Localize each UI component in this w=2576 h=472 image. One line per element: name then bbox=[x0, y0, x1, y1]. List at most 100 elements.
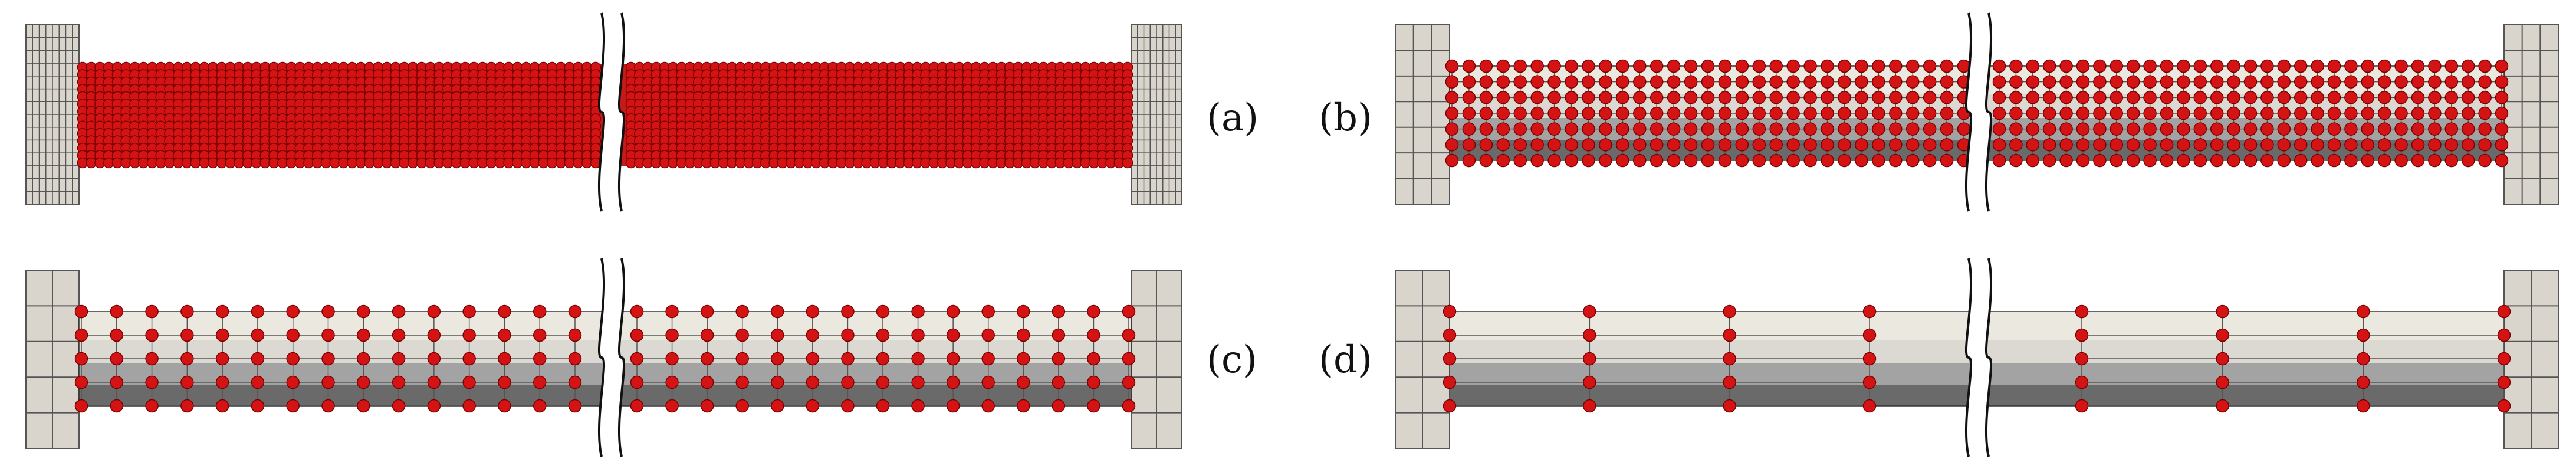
panel-c-left-nodes-node bbox=[110, 328, 124, 342]
panel-b-right-nodes-node bbox=[2377, 122, 2391, 136]
panel-c-right-nodes-node bbox=[911, 304, 925, 319]
panel-b-right-nodes-node bbox=[2311, 138, 2324, 152]
panel-b-left-nodes-node bbox=[1565, 153, 1578, 168]
panel-c-break-line-right bbox=[617, 258, 626, 457]
panel-b-right-nodes-node bbox=[2177, 91, 2190, 104]
panel-b-right-nodes-node bbox=[2227, 106, 2240, 120]
panel-b-right-nodes-node bbox=[2361, 75, 2375, 88]
panel-c-right-nodes-node bbox=[1122, 328, 1136, 342]
panel-c-left-nodes-node bbox=[180, 304, 194, 319]
panel-b-right-nodes-node bbox=[2059, 75, 2073, 88]
panel-c-right-nodes-node bbox=[1122, 304, 1136, 319]
panel-b-right-nodes-node bbox=[2411, 153, 2425, 168]
panel-c-right-nodes-node bbox=[735, 328, 749, 342]
panel-d-left-nodes-node bbox=[1723, 328, 1736, 342]
panel-b-right-nodes-node bbox=[2193, 59, 2207, 73]
panel-b-right-nodes-node bbox=[2478, 75, 2492, 88]
panel-c-left-nodes-node bbox=[110, 352, 124, 366]
panel-a-break-line-right bbox=[617, 12, 626, 212]
panel-b-left-nodes-node bbox=[1599, 153, 1612, 168]
panel-b-right-nodes-node bbox=[2294, 153, 2308, 168]
panel-b-right-nodes-node bbox=[2495, 153, 2509, 168]
panel-c-left-nodes-node bbox=[427, 352, 441, 366]
panel-b-left-nodes-node bbox=[1530, 75, 1544, 88]
panel-b-left-nodes-node bbox=[1923, 138, 1937, 152]
panel-b-left-nodes-node bbox=[1667, 59, 1681, 73]
panel-b-right-nodes-node bbox=[2026, 153, 2040, 168]
panel-b-right-nodes-node bbox=[2478, 59, 2492, 73]
panel-b-left-nodes-node bbox=[1684, 153, 1698, 168]
panel-b-left-nodes-node bbox=[1599, 59, 1612, 73]
panel-b-right-nodes-node bbox=[2026, 91, 2040, 104]
panel-b-left-nodes-node bbox=[1889, 138, 1903, 152]
panel-b-left-nodes-node bbox=[1582, 106, 1595, 120]
panel-c-right-nodes-node bbox=[1087, 304, 1100, 319]
panel-c-right-nodes-node bbox=[771, 352, 784, 366]
panel-d-right-nodes-node bbox=[2075, 328, 2089, 342]
panel-b-left-nodes-node bbox=[1513, 153, 1527, 168]
panel-b-right-nodes-node bbox=[2411, 91, 2425, 104]
panel-b-left-nodes-node bbox=[1633, 75, 1647, 88]
panel-b-left-nodes-node bbox=[1905, 122, 1920, 136]
panel-d-left-nodes-node bbox=[1443, 328, 1457, 342]
panel-b-right-nodes-node bbox=[2461, 75, 2475, 88]
panel-c-left-nodes-node bbox=[533, 328, 547, 342]
panel-b-right-nodes-node bbox=[2428, 122, 2442, 136]
panel-b-right-nodes-node bbox=[2059, 153, 2073, 168]
panel-c-left-nodes-node bbox=[180, 399, 194, 413]
panel-c-right-nodes-node bbox=[1017, 352, 1030, 366]
panel-b-right-nodes-node bbox=[2394, 59, 2408, 73]
panel-c-left-nodes-node bbox=[498, 399, 511, 413]
panel-b-left-nodes-node bbox=[1616, 91, 1629, 104]
panel-b-right-nodes-node bbox=[2160, 59, 2174, 73]
panel-c-right-nodes-node bbox=[1017, 375, 1030, 389]
panel-b-left-nodes-node bbox=[1633, 138, 1647, 152]
panel-c-left-nodes-node bbox=[251, 352, 265, 366]
panel-c-left-nodes-node bbox=[286, 304, 300, 319]
panel-c-left-nodes-node bbox=[568, 304, 582, 319]
panel-b-right-nodes-node bbox=[2210, 153, 2224, 168]
panel-c-right-nodes-node bbox=[1017, 399, 1030, 413]
panel-b-left-nodes-node bbox=[1905, 91, 1920, 104]
panel-b-right-nodes-node bbox=[2093, 122, 2107, 136]
panel-d-right-nodes-node bbox=[2075, 399, 2089, 413]
panel-b-right-nodes-node bbox=[2193, 153, 2207, 168]
panel-d-right-nodes-node bbox=[2497, 352, 2511, 366]
panel-b-right-nodes-node bbox=[2177, 153, 2190, 168]
panel-c-right-nodes-node bbox=[876, 375, 890, 389]
panel-d-right-nodes bbox=[2075, 304, 2511, 413]
panel-b-left-nodes-node bbox=[1479, 91, 1493, 104]
panel-c-break-line-left bbox=[597, 258, 606, 457]
panel-b-left-nodes-node bbox=[1752, 153, 1766, 168]
panel-b-left-nodes-node bbox=[1496, 59, 1510, 73]
panel-b-right-nodes-node bbox=[2277, 106, 2291, 120]
panel-b-right-nodes-node bbox=[2193, 122, 2207, 136]
panel-d-left-nodes-node bbox=[1583, 399, 1596, 413]
panel-b-left-nodes-node bbox=[1769, 59, 1783, 73]
panel-b-right-nodes-node bbox=[2210, 75, 2224, 88]
panel-b-right-nodes-node bbox=[2344, 138, 2358, 152]
panel-b-right-nodes-node bbox=[2377, 153, 2391, 168]
panel-c-left-nodes-node bbox=[533, 352, 547, 366]
panel-c-left-nodes-node bbox=[110, 375, 124, 389]
panel-b-right-nodes-node bbox=[2344, 153, 2358, 168]
panel-c-left-nodes-node bbox=[498, 328, 511, 342]
panel-b-right-nodes-node bbox=[2227, 138, 2240, 152]
panel-b-left-nodes-node bbox=[1599, 75, 1612, 88]
panel-c-right-nodes-node bbox=[665, 352, 679, 366]
panel-b-right-nodes-node bbox=[2327, 59, 2341, 73]
panel-b-left-nodes-node bbox=[1616, 138, 1629, 152]
panel-b-left-nodes-node bbox=[1889, 122, 1903, 136]
panel-b-left-nodes-node bbox=[1582, 122, 1595, 136]
panel-b-left-nodes-node bbox=[1838, 153, 1851, 168]
panel-c-right-nodes-node bbox=[1052, 328, 1066, 342]
panel-c-right-nodes-node bbox=[665, 304, 679, 319]
panel-a-right-nodes-node bbox=[1122, 157, 1133, 169]
panel-d-left-nodes-node bbox=[1723, 304, 1736, 319]
panel-b-right-nodes-node bbox=[2126, 122, 2140, 136]
panel-b-left-nodes-node bbox=[1803, 122, 1817, 136]
panel-b-right-nodes-node bbox=[2193, 75, 2207, 88]
panel-b-left-nodes-node bbox=[1513, 91, 1527, 104]
panel-b-left-nodes-node bbox=[1633, 59, 1647, 73]
panel-d-right-nodes-node bbox=[2497, 375, 2511, 389]
